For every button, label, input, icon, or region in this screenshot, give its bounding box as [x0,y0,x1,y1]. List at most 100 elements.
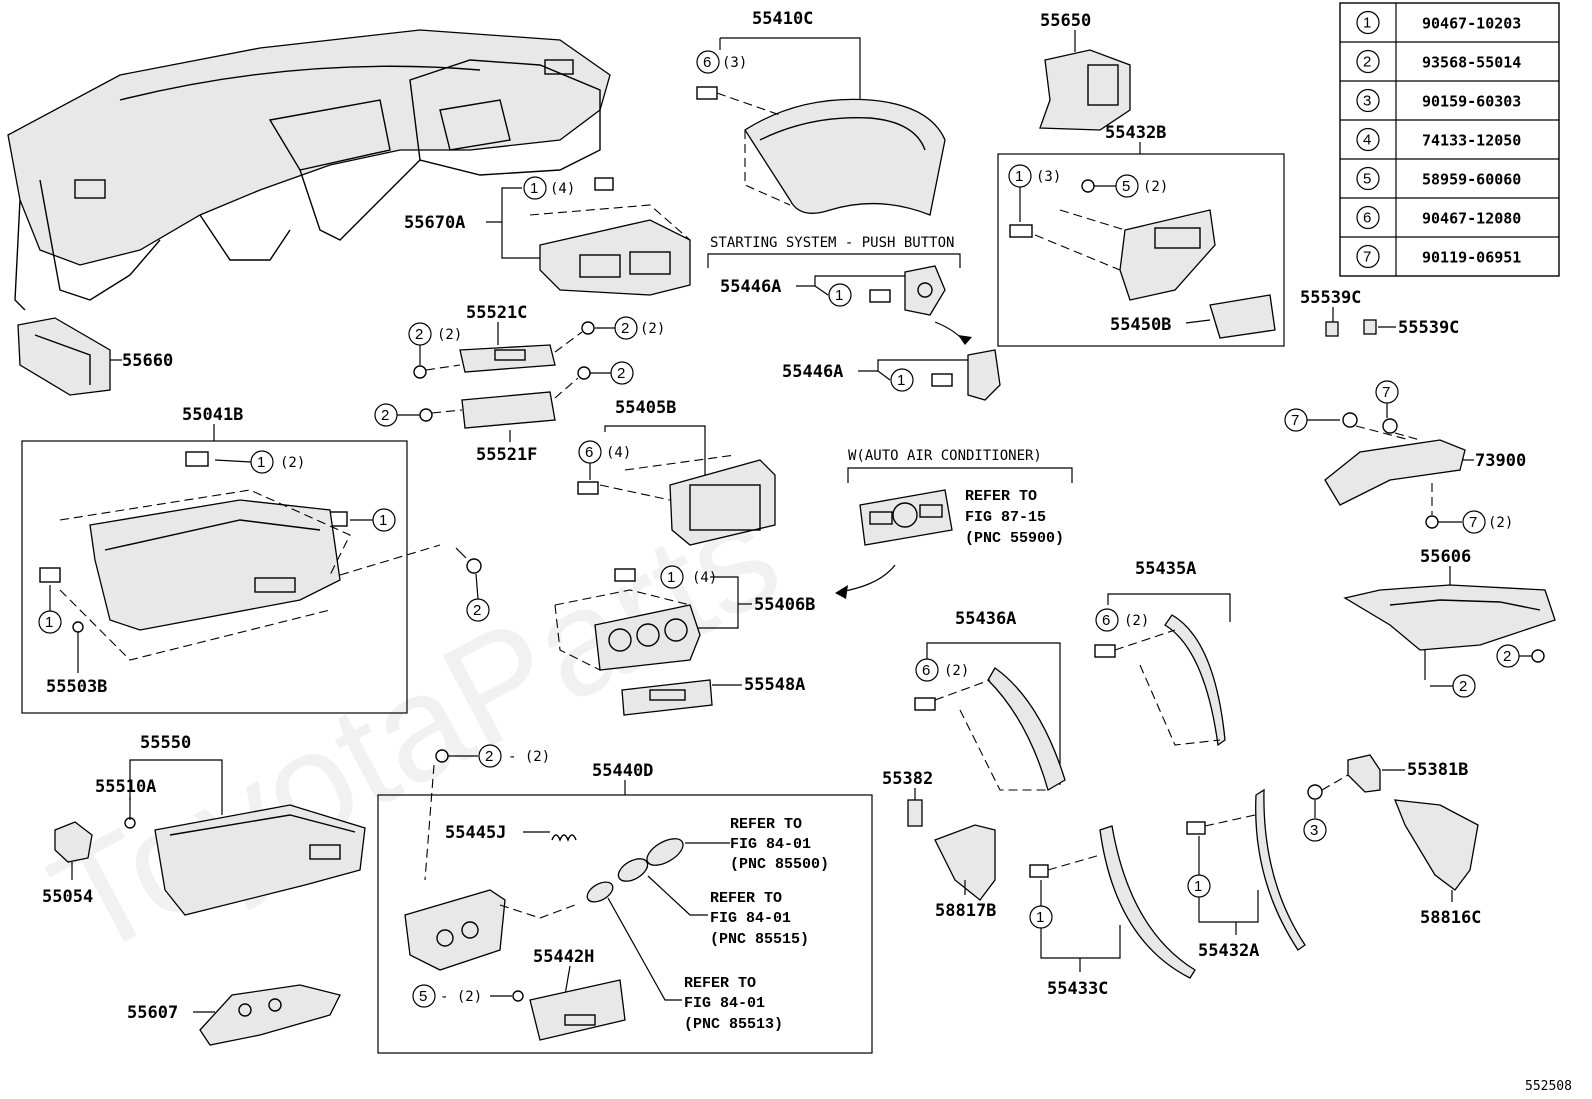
ref3-fig: FIG 84-01 [710,910,791,927]
label-55435A: 55435A [1135,559,1196,579]
legend-number: 3 [1363,93,1371,110]
svg-text:(4): (4) [606,445,631,461]
legend-circle-7 [1356,244,1380,269]
bracket-55607-drawing [199,984,341,1046]
legend-circle-5 [1356,166,1380,191]
legend-table [1339,2,1560,277]
svg-text:2: 2 [621,320,629,337]
glove-door-55041B-drawing [39,451,351,661]
svg-text:2: 2 [485,748,493,765]
legend-circle-6 [1356,205,1380,230]
legend-part-number: 93568-55014 [1422,54,1521,72]
ref3-pnc: (PNC 85515) [710,931,809,948]
svg-text:1: 1 [45,614,53,631]
cover-55606-drawing [1343,584,1556,680]
cluster-panel-55670A-drawing [529,177,691,296]
svg-text:(2): (2) [1124,613,1149,629]
label-55510A: 55510A [95,777,156,797]
garnish-55432A-drawing [1186,788,1306,951]
label-55442H: 55442H [533,947,594,967]
trim-73900-drawing [1324,412,1466,529]
svg-text:7: 7 [1469,514,1477,531]
svg-text:1: 1 [1036,909,1044,926]
ref2-pnc: (PNC 85500) [730,856,829,873]
label-55436A: 55436A [955,609,1016,629]
svg-text:1: 1 [1194,878,1202,895]
label-55446A-1: 55446A [720,277,781,297]
label-58816C: 58816C [1420,908,1481,928]
page-code: 552508 [1525,1079,1572,1094]
legend-part-number: 58959-60060 [1422,171,1521,189]
label-73900: 73900 [1475,451,1526,471]
label-55503B: 55503B [46,677,107,697]
switch-55521C-drawing [413,321,595,379]
legend-part-number: 90119-06951 [1422,249,1521,267]
switch-55521F-drawing [419,366,591,429]
ref1-fig: FIG 87-15 [965,509,1046,526]
svg-text:1: 1 [897,372,905,389]
svg-text:- (2): - (2) [508,749,550,765]
label-55521C: 55521C [466,303,527,323]
push-switch-drawing-2 [931,349,1001,401]
label-55548A: 55548A [744,675,805,695]
svg-text:6: 6 [585,444,593,461]
pocket-55442H-drawing [529,979,626,1041]
svg-text:7: 7 [1382,384,1390,401]
svg-text:5: 5 [1122,178,1130,195]
svg-text:1: 1 [530,180,538,197]
legend-circle-1 [1356,10,1380,35]
svg-text:7: 7 [1291,412,1299,429]
svg-text:REFER TO: REFER TO [730,816,802,833]
legend-number: 4 [1363,132,1371,149]
svg-text:2: 2 [1459,678,1467,695]
label-55539C-1: 55539C [1300,288,1361,308]
svg-text:3: 3 [1310,822,1318,839]
cluster-hood-55410C-drawing [696,86,946,216]
label-55432A: 55432A [1198,941,1259,961]
ref1-line1: REFER TO [965,488,1037,505]
push-switch-drawing-1 [869,265,946,316]
svg-text:(3): (3) [722,55,747,71]
legend-number: 6 [1363,210,1371,227]
vent-55660-drawing [17,317,111,396]
bracket-55381B-drawing [1307,754,1381,800]
box-55440D [377,794,873,1054]
label-55607: 55607 [127,1003,178,1023]
part-55054-drawing [54,821,93,863]
label-55433C: 55433C [1047,979,1108,999]
note-starting-system: STARTING SYSTEM - PUSH BUTTON [710,235,954,251]
svg-text:1: 1 [257,454,265,471]
ac-control-drawing [859,489,953,546]
box-55432B [997,153,1285,347]
bolt-drawing [455,547,482,574]
legend-number: 1 [1363,15,1371,32]
svg-text:1: 1 [1015,168,1023,185]
label-55521F: 55521F [476,445,537,465]
svg-text:(2): (2) [1488,515,1513,531]
svg-text:- (2): - (2) [440,989,482,1005]
label-55440D: 55440D [592,761,653,781]
svg-text:2: 2 [617,365,625,382]
instrument-panel-drawing [7,29,611,311]
garnish-55440D-drawing [404,889,576,971]
callout-6 [696,50,720,74]
svg-text:(2): (2) [1143,179,1168,195]
ref2-fig: FIG 84-01 [730,836,811,853]
label-55432B: 55432B [1105,123,1166,143]
label-55670A: 55670A [404,213,465,233]
svg-text:6: 6 [1102,612,1110,629]
cover-58817B-drawing [934,824,996,901]
svg-text:(4): (4) [550,181,575,197]
legend-number: 2 [1363,54,1371,71]
legend-number: 5 [1363,171,1371,188]
svg-text:REFER TO: REFER TO [710,890,782,907]
svg-text:(2): (2) [437,327,462,343]
socket-drawings [586,838,684,903]
legend-part-number: 90467-10203 [1422,15,1521,33]
panel-55432B-drawing [1009,179,1276,339]
ref4-pnc: (PNC 85513) [684,1016,783,1033]
garnish-55433C-drawing [1029,825,1196,979]
legend-part-number: 74133-12050 [1422,132,1521,150]
